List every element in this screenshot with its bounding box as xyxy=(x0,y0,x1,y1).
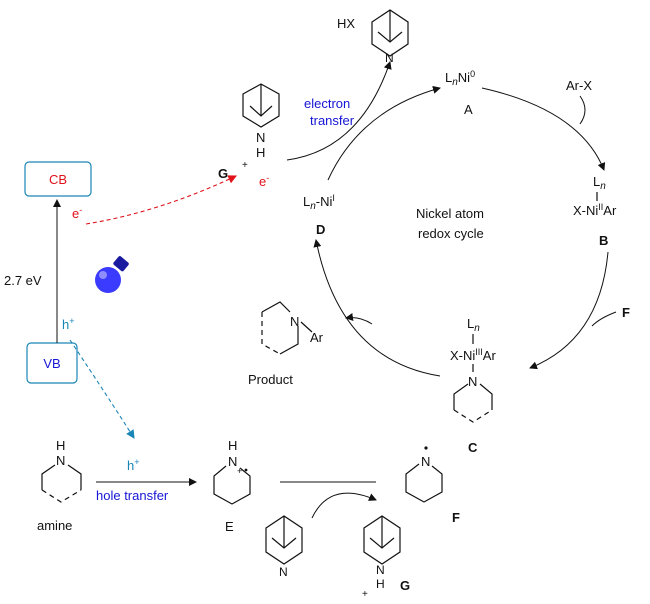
svg-text:Ar: Ar xyxy=(310,330,324,345)
svg-text:H: H xyxy=(376,577,385,591)
f-arrow xyxy=(591,311,617,327)
product-structure: N Ar xyxy=(261,301,324,355)
b-label: B xyxy=(599,233,608,248)
g-structure-top: N H + xyxy=(242,83,280,171)
ar-x-label: Ar-X xyxy=(566,78,592,93)
svg-text:N: N xyxy=(385,51,394,65)
light-bulb-icon xyxy=(95,256,129,293)
ar-x-arrow xyxy=(579,95,586,125)
svg-text:H: H xyxy=(228,438,237,453)
cb-electron: e- xyxy=(72,205,82,221)
hole-transfer-h: h+ xyxy=(127,457,140,473)
a-label: A xyxy=(464,102,473,117)
d-label: D xyxy=(316,222,325,237)
niII-complex: X-NiIIAr xyxy=(573,202,617,218)
g-label-bottom: G xyxy=(400,578,410,593)
quinuclidine-bottom: N xyxy=(265,515,303,579)
quinuclidine-top: N xyxy=(371,9,409,65)
cb-box xyxy=(24,161,92,197)
electron-transfer-label-1: electron xyxy=(304,96,350,111)
svg-text:+: + xyxy=(237,466,242,476)
product-label: Product xyxy=(248,372,293,387)
amine-label: amine xyxy=(37,518,72,533)
svg-text:N: N xyxy=(468,374,477,389)
niI-complex: Ln-NiI xyxy=(303,193,335,212)
electron-transfer-arrow xyxy=(286,61,392,161)
svg-text:H: H xyxy=(256,145,265,160)
g-label-top: G xyxy=(218,166,228,181)
hole-transfer-label: hole transfer xyxy=(96,488,169,503)
svg-text:N: N xyxy=(56,453,65,468)
svg-text:H: H xyxy=(56,438,65,453)
vb-label: VB xyxy=(43,356,60,371)
niII-ligand: Ln xyxy=(593,174,606,192)
f-label-cycle: F xyxy=(622,305,630,320)
svg-text:+: + xyxy=(362,589,368,600)
f-label-bottom: F xyxy=(452,510,460,525)
cb-label: CB xyxy=(49,172,67,187)
svg-text:N: N xyxy=(376,563,385,577)
svg-text:N: N xyxy=(290,314,299,329)
hole-arrow xyxy=(69,339,135,439)
cycle-title-1: Nickel atom xyxy=(416,206,484,221)
niIII-ligand: Ln xyxy=(467,316,480,334)
vb-box xyxy=(26,342,78,384)
c-label: C xyxy=(468,440,478,455)
cycle-arc-a-b xyxy=(481,87,606,171)
svg-text:N: N xyxy=(256,130,265,145)
vb-hole: h+ xyxy=(62,316,75,332)
g-structure-bottom: N H + xyxy=(362,515,401,600)
svg-text:N: N xyxy=(228,454,237,469)
e-label: E xyxy=(225,519,234,534)
band-gap-label: 2.7 eV xyxy=(4,273,42,288)
e-structure: H N + xyxy=(213,438,251,505)
product-arrow xyxy=(345,313,373,325)
g-electron: e- xyxy=(259,173,269,189)
cycle-arc-d-a xyxy=(327,86,441,181)
svg-text:N: N xyxy=(279,565,288,579)
hat-arrow-curve xyxy=(311,492,377,519)
svg-text:+: + xyxy=(242,160,248,171)
f-structure: N xyxy=(405,446,443,503)
niIII-complex: X-NiIIIAr xyxy=(450,347,496,363)
cycle-title-2: redox cycle xyxy=(418,226,484,241)
amine-structure: H N xyxy=(41,438,82,503)
svg-text:N: N xyxy=(421,454,430,469)
electron-arrow xyxy=(85,175,237,225)
hx-label: HX xyxy=(337,16,355,31)
c-piperidine: N xyxy=(453,374,493,423)
electron-transfer-label-2: transfer xyxy=(310,113,355,128)
ni0-complex: LnNi0 xyxy=(445,69,475,88)
cycle-arc-b-c xyxy=(529,251,609,370)
cycle-arc-c-d xyxy=(313,239,441,377)
